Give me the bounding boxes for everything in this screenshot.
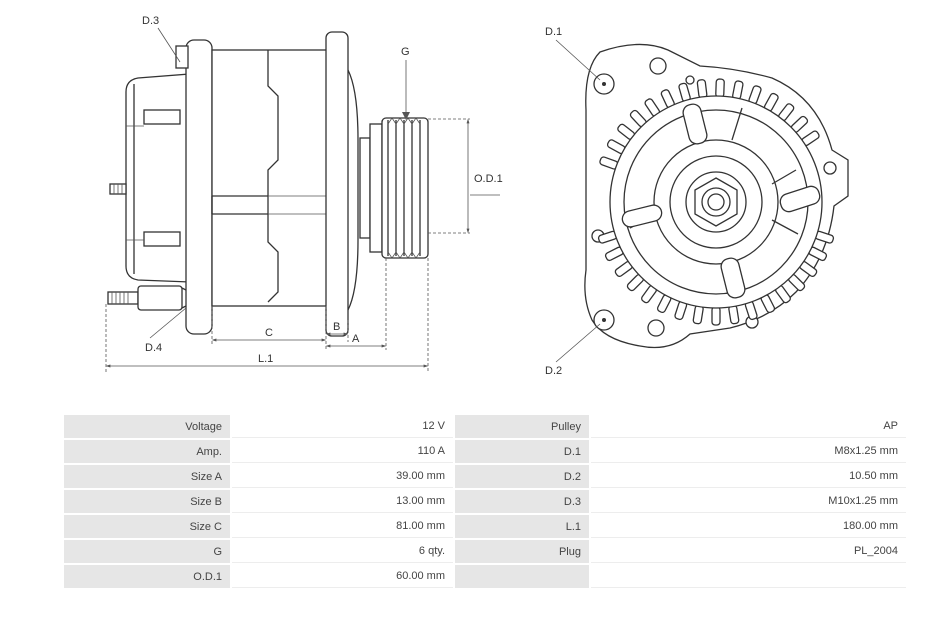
spec-label: D.2: [455, 465, 589, 488]
spec-label: Plug: [455, 540, 589, 563]
spec-label: Size B: [64, 490, 230, 513]
spec-value: M8x1.25 mm: [591, 440, 906, 463]
label-g: G: [401, 46, 410, 58]
spec-value: PL_2004: [591, 540, 906, 563]
spec-label: O.D.1: [64, 565, 230, 588]
alternator-side-view: D.3 G O.D.1 D.4 C B A L.1: [105, 15, 503, 372]
spec-value: 110 A: [232, 440, 453, 463]
alternator-technical-drawing: D.3 G O.D.1 D.4 C B A L.1: [105, 15, 849, 377]
spec-label: D.3: [455, 490, 589, 513]
spec-label: Voltage: [64, 415, 230, 438]
spec-label: D.1: [455, 440, 589, 463]
spec-label: Pulley: [455, 415, 589, 438]
label-a: A: [352, 333, 360, 345]
spec-value: AP: [591, 415, 906, 438]
spec-value: M10x1.25 mm: [591, 490, 906, 513]
label-d4: D.4: [145, 342, 162, 354]
spec-value: 39.00 mm: [232, 465, 453, 488]
alternator-front-view: D.1 D.2: [545, 26, 849, 377]
spec-label: [455, 565, 589, 588]
spec-value: 13.00 mm: [232, 490, 453, 513]
spec-value: 180.00 mm: [591, 515, 906, 538]
vent-slots: [597, 78, 835, 326]
spec-label: Amp.: [64, 440, 230, 463]
spec-value: 6 qty.: [232, 540, 453, 563]
label-od1: O.D.1: [474, 173, 503, 185]
spec-label: L.1: [455, 515, 589, 538]
vent-slot: [696, 79, 708, 99]
vent-slot: [711, 306, 721, 326]
spec-label: Size A: [64, 465, 230, 488]
label-d2: D.2: [545, 365, 562, 377]
spec-value: 12 V: [232, 415, 453, 438]
label-l1: L.1: [258, 353, 273, 365]
spec-value: 10.50 mm: [591, 465, 906, 488]
spec-label: Size C: [64, 515, 230, 538]
spec-value: 81.00 mm: [232, 515, 453, 538]
label-b: B: [333, 321, 340, 333]
vent-slot: [715, 78, 725, 98]
label-d3: D.3: [142, 15, 159, 27]
label-c: C: [265, 327, 273, 339]
spec-value: 60.00 mm: [232, 565, 453, 588]
spec-value: [591, 565, 906, 588]
spec-label: G: [64, 540, 230, 563]
label-d1: D.1: [545, 26, 562, 38]
